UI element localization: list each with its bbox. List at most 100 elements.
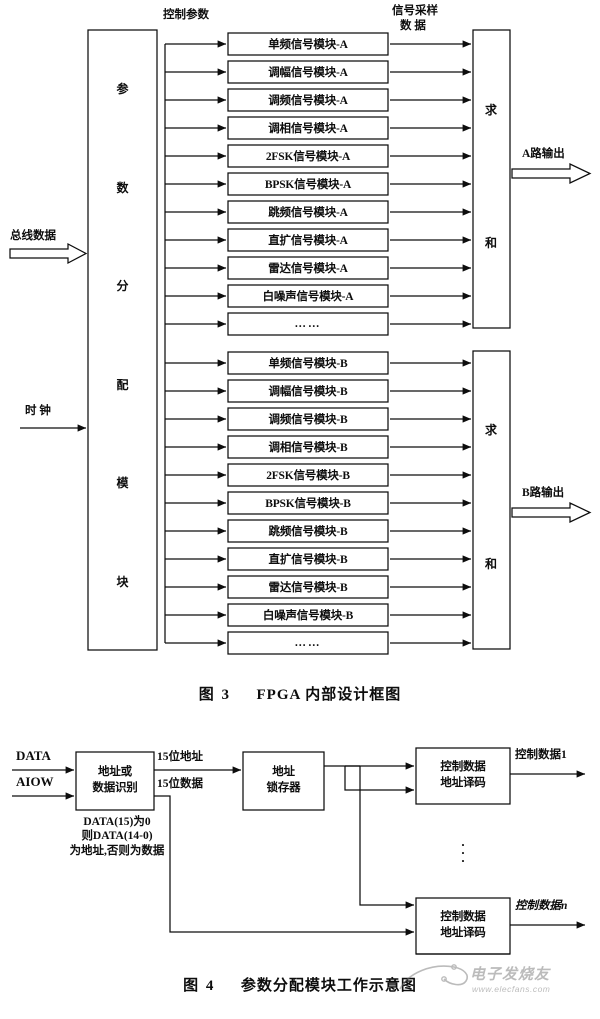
latch-block-line2: 锁存器 <box>266 782 301 794</box>
clock-label: 时 钟 <box>25 405 51 417</box>
data-to-decoder-1-line <box>344 766 415 794</box>
module-row-b-8 <box>165 575 472 599</box>
module-label-a-4: 2FSK信号模块-A <box>265 151 351 163</box>
module-row-a-1 <box>165 60 472 84</box>
output-a-label: A路输出 <box>522 148 565 160</box>
latch-block <box>242 751 325 811</box>
sum-block-b <box>472 350 511 650</box>
output-b-label: B路输出 <box>522 487 565 499</box>
figure-4-parameter-distribution-diagram: DATA AIOW 地址或 数据识别 15位地址 15位数据 地址 锁存器 控制… <box>0 720 600 1019</box>
latch-block-line1: 地址 <box>272 766 295 779</box>
decoder-block-n-label: 控制数据 地址译码 <box>416 898 510 954</box>
bus-data-label: 总线数据 <box>10 230 56 242</box>
module-label-b-8: 雷达信号模块-B <box>268 582 348 594</box>
module-label-a-8: 雷达信号模块-A <box>268 263 348 275</box>
identify-block <box>75 751 155 811</box>
module-label-b-5: BPSK信号模块-B <box>265 498 351 510</box>
module-row-a-5 <box>165 172 472 196</box>
watermark-brand: 电子发烧友 <box>470 966 551 983</box>
data-input-label: DATA <box>16 748 51 763</box>
module-label-a-7: 直扩信号模块-A <box>268 235 348 247</box>
module-label-b-2: 调频信号模块-B <box>268 414 348 426</box>
output-n-label: 控制数据n <box>515 900 568 912</box>
data-format-note-line2: 则DATA(14-0) <box>81 830 153 843</box>
module-label-a-9: 白噪声信号模块-A <box>262 291 354 303</box>
output-a-hollow-arrow <box>511 163 592 184</box>
identify-block-label: 地址或 数据识别 <box>76 752 154 810</box>
data-format-note-line3: 为地址,否则为数据 <box>69 844 165 857</box>
module-row-b-9 <box>165 603 472 627</box>
module-label-a-1: 调幅信号模块-A <box>268 67 348 79</box>
data-format-note-line1: DATA(15)为0 <box>83 816 151 828</box>
module-label-b-3: 调相信号模块-B <box>268 442 348 454</box>
distributor-char-2: 分 <box>116 279 129 294</box>
decoder-block-1-line1: 控制数据 <box>440 761 486 774</box>
sum-block-b-char-bottom: 和 <box>485 557 498 571</box>
module-row-a-7 <box>165 228 472 252</box>
figure-4-caption-number: 图 4 <box>183 978 216 994</box>
module-row-b-7 <box>165 547 472 571</box>
module-label-a-5: BPSK信号模块-A <box>264 179 352 191</box>
figure-3-caption-title: FPGA 内部设计框图 <box>256 687 402 703</box>
sum-block-a-char-top: 求 <box>485 103 498 117</box>
module-label-b-9: 白噪声信号模块-B <box>262 610 354 622</box>
distributor-box <box>87 29 158 651</box>
module-label-b-1: 调幅信号模块-B <box>268 386 348 398</box>
decoder-block-1 <box>415 747 511 805</box>
sample-data-label-line1: 信号采样 <box>392 5 438 17</box>
decoder-block-1-line2: 地址译码 <box>440 777 486 789</box>
sample-data-label-line2: 数 据 <box>400 20 426 32</box>
latch-to-decoder-n-line <box>359 766 415 909</box>
figure-3-caption: 图 3 FPGA 内部设计框图 <box>0 683 600 704</box>
output-1-label: 控制数据1 <box>515 749 567 761</box>
address-bus-label: 15位地址 <box>157 751 203 763</box>
module-label-b-10: …… <box>294 637 322 649</box>
module-row-b-10 <box>165 631 472 655</box>
aiow-input-label: AIOW <box>16 774 54 789</box>
module-row-a-0 <box>165 32 472 56</box>
module-row-b-6 <box>165 519 472 543</box>
module-label-b-4: 2FSK信号模块-B <box>266 470 350 482</box>
module-row-a-2 <box>165 88 472 112</box>
module-label-b-6: 跳频信号模块-B <box>268 526 348 538</box>
module-label-b-0: 单频信号模块-B <box>268 358 348 370</box>
sum-block-a <box>472 29 511 329</box>
module-row-a-6 <box>165 200 472 224</box>
sum-block-b-char-top: 求 <box>485 423 498 437</box>
module-label-a-10: …… <box>294 318 322 330</box>
figure-4-caption-title: 参数分配模块工作示意图 <box>240 978 417 994</box>
output-b-hollow-arrow <box>511 502 592 523</box>
module-row-a-9 <box>165 284 472 308</box>
identify-block-line2: 数据识别 <box>92 782 138 794</box>
module-row-b-4 <box>165 463 472 487</box>
module-row-b-5 <box>165 491 472 515</box>
latch-block-label: 地址 锁存器 <box>243 752 324 810</box>
module-label-a-3: 调相信号模块-A <box>268 123 348 135</box>
module-row-a-4 <box>165 144 472 168</box>
module-row-a-8 <box>165 256 472 280</box>
figure-3-fpga-block-diagram: 控制参数 信号采样 数 据 总线数据 时 钟 A路输出 B路输出 参 数 分 配… <box>9 5 592 703</box>
decoder-block-n-line2: 地址译码 <box>440 927 486 939</box>
module-label-a-2: 调频信号模块-A <box>268 95 348 107</box>
sum-block-a-char-bottom: 和 <box>485 236 498 250</box>
figure-3-svg <box>9 29 592 655</box>
distributor-char-0: 参 <box>116 82 129 96</box>
module-row-b-1 <box>165 379 472 403</box>
distributor-char-1: 数 <box>116 180 129 195</box>
control-parameter-label: 控制参数 <box>163 9 209 21</box>
distributor-label: 参 数 分 配 模 块 <box>88 80 157 590</box>
decoder-block-1-label: 控制数据 地址译码 <box>416 748 510 804</box>
watermark-url: www.elecfans.com <box>472 984 551 994</box>
bus-data-hollow-arrow <box>9 242 88 265</box>
module-row-b-2 <box>165 407 472 431</box>
module-label-a-6: 跳频信号模块-A <box>268 207 348 219</box>
data-bus-line <box>154 795 415 936</box>
distributor-char-4: 模 <box>116 476 129 491</box>
decoder-block-n-line1: 控制数据 <box>440 911 486 924</box>
figure-3-caption-number: 图 3 <box>198 687 231 703</box>
watermark-swoosh-icon <box>399 964 469 990</box>
module-row-a-10 <box>165 312 472 336</box>
distributor-char-3: 配 <box>116 377 129 392</box>
distributor-char-5: 块 <box>116 574 129 589</box>
figure-4-svg <box>12 747 586 955</box>
